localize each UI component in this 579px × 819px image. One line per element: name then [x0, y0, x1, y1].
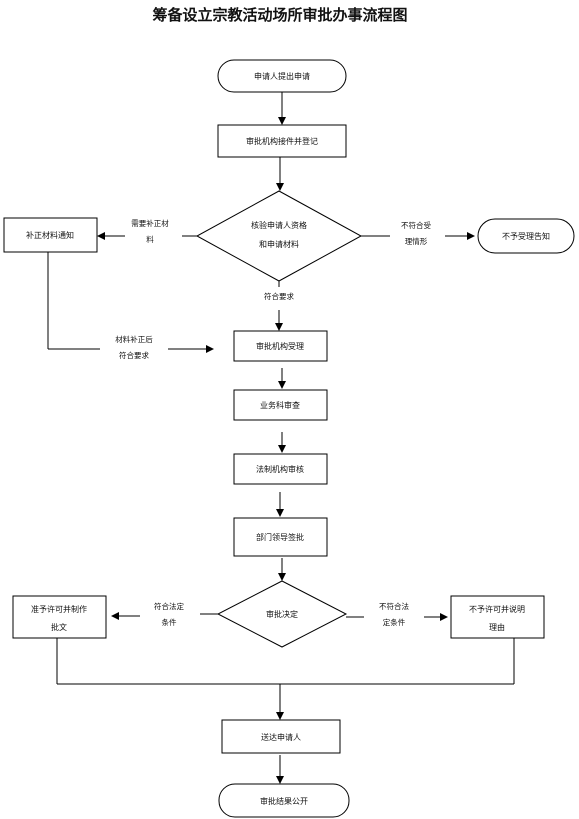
node-legal-review-label: 法制机构审核 — [256, 464, 304, 474]
node-publish: 审批结果公开 — [218, 783, 350, 818]
node-approve-label-1: 准予许可并制作 — [31, 604, 87, 614]
node-deny-label-2: 理由 — [489, 622, 505, 632]
label-after-supp-2: 符合要求 — [119, 350, 149, 360]
label-not-accept-2: 理情形 — [405, 236, 428, 246]
node-supplement-notice-label: 补正材料通知 — [26, 230, 74, 240]
node-legal-review: 法制机构审核 — [233, 453, 328, 485]
label-after-supp-1: 材料补正后 — [115, 334, 153, 344]
node-accept: 审批机构受理 — [233, 330, 328, 362]
node-decision-label: 审批决定 — [266, 609, 298, 619]
label-meets-req: 符合要求 — [264, 291, 294, 301]
label-not-meets-cond-1: 不符合法 — [379, 601, 409, 611]
node-supplement-notice: 补正材料通知 — [3, 217, 98, 253]
node-apply: 申请人提出申请 — [217, 59, 347, 93]
node-verify-decision: 核验申请人资格 和申请材料 — [195, 190, 363, 282]
node-receive-register: 审批机构接件并登记 — [217, 124, 347, 158]
node-decision: 审批决定 — [216, 580, 348, 648]
label-need-supplement-1: 需要补正材 — [131, 218, 169, 228]
node-leader-sign: 部门领导签批 — [233, 517, 328, 557]
node-approve-label-2: 批文 — [51, 622, 67, 632]
node-deliver-label: 送达申请人 — [261, 732, 301, 742]
node-verify-label-2: 和申请材料 — [259, 239, 299, 249]
label-not-accept-1: 不符合受 — [401, 220, 431, 230]
label-meets-cond-1: 符合法定 — [154, 601, 184, 611]
node-business-review: 业务科审查 — [233, 389, 328, 421]
node-accept-label: 审批机构受理 — [256, 341, 304, 351]
node-deliver: 送达申请人 — [221, 719, 341, 754]
page-title: 筹备设立宗教活动场所审批办事流程图 — [152, 6, 407, 24]
node-verify-label-1: 核验申请人资格 — [251, 220, 307, 230]
node-receive-register-label: 审批机构接件并登记 — [246, 136, 318, 146]
node-deny: 不予许可并说明 理由 — [450, 595, 545, 639]
node-publish-label: 审批结果公开 — [260, 796, 308, 806]
node-deny-label-1: 不予许可并说明 — [469, 604, 525, 614]
node-apply-label: 申请人提出申请 — [254, 71, 310, 81]
label-meets-cond-2: 条件 — [162, 617, 177, 627]
node-reject-notice: 不予受理告知 — [477, 218, 575, 254]
label-not-meets-cond-2: 定条件 — [383, 617, 406, 627]
node-approve: 准予许可并制作 批文 — [12, 595, 107, 639]
node-leader-sign-label: 部门领导签批 — [256, 532, 304, 542]
label-need-supplement-2: 料 — [146, 234, 154, 244]
node-business-review-label: 业务科审查 — [260, 400, 300, 410]
node-reject-notice-label: 不予受理告知 — [502, 231, 550, 241]
